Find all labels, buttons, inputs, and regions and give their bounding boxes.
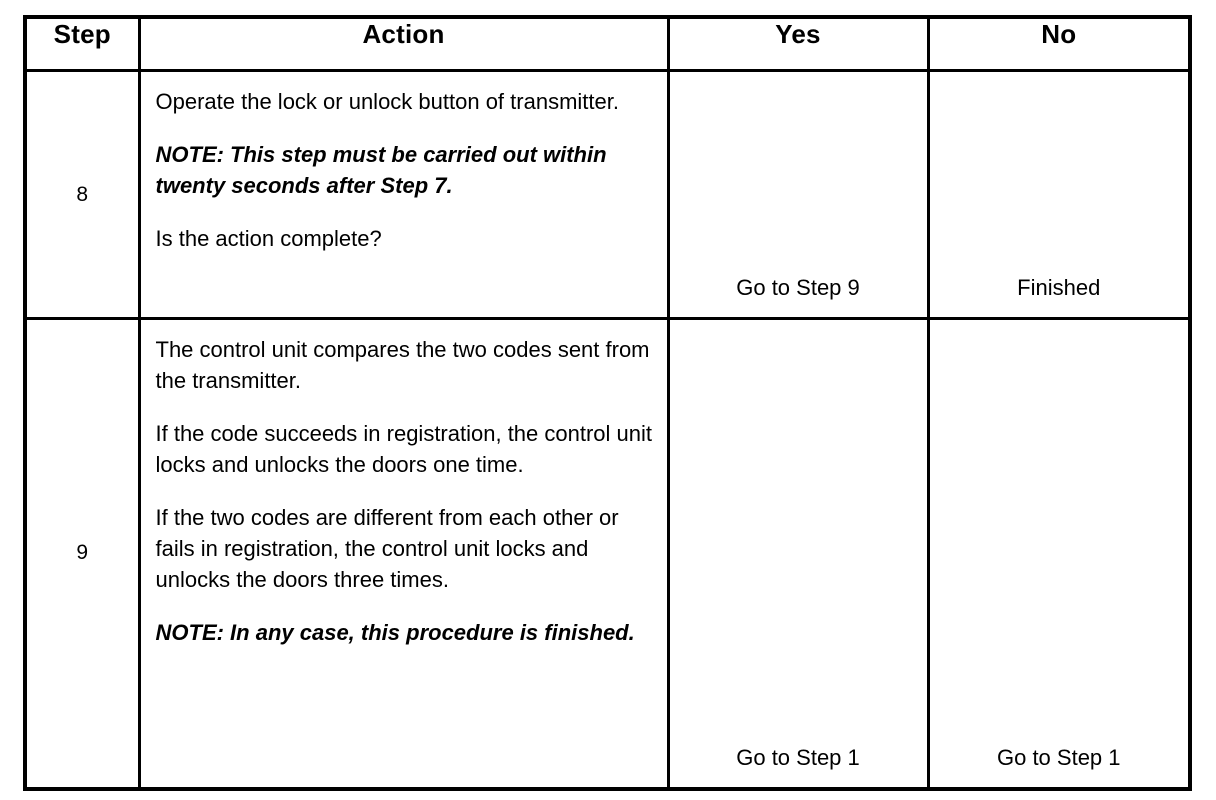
column-header-no: No — [926, 15, 1192, 72]
step-number-cell: 9 — [23, 317, 141, 790]
action-note-paragraph: NOTE: In any case, this procedure is fin… — [155, 620, 635, 645]
table-row: 9 The control unit compares the two code… — [23, 317, 1192, 790]
action-note-paragraph: NOTE: This step must be carried out with… — [155, 142, 607, 198]
column-header-yes: Yes — [666, 15, 930, 72]
no-branch-cell: Finished — [926, 69, 1192, 320]
table-header: Step Action Yes No — [23, 15, 1192, 72]
column-header-step: Step — [23, 15, 141, 72]
yes-branch-cell: Go to Step 9 — [666, 69, 930, 320]
column-header-action: Action — [137, 15, 670, 72]
action-cell: Operate the lock or unlock button of tra… — [137, 69, 670, 320]
action-question-paragraph: Is the action complete? — [155, 226, 382, 251]
header-row: Step Action Yes No — [23, 15, 1192, 72]
table-body: 8 Operate the lock or unlock button of t… — [23, 69, 1192, 790]
table-row: 8 Operate the lock or unlock button of t… — [23, 69, 1192, 320]
action-paragraph: If the code succeeds in registration, th… — [155, 421, 653, 477]
action-paragraph: Operate the lock or unlock button of tra… — [155, 89, 619, 114]
action-paragraph: If the two codes are different from each… — [155, 505, 619, 592]
step-number-cell: 8 — [23, 69, 141, 320]
action-cell: The control unit compares the two codes … — [137, 317, 670, 790]
yes-branch-cell: Go to Step 1 — [666, 317, 930, 790]
diagnostic-flow-chart-table: Step Action Yes No 8 Operate the lock or… — [23, 15, 1192, 791]
action-paragraph: The control unit compares the two codes … — [155, 337, 650, 393]
no-branch-cell: Go to Step 1 — [926, 317, 1192, 790]
